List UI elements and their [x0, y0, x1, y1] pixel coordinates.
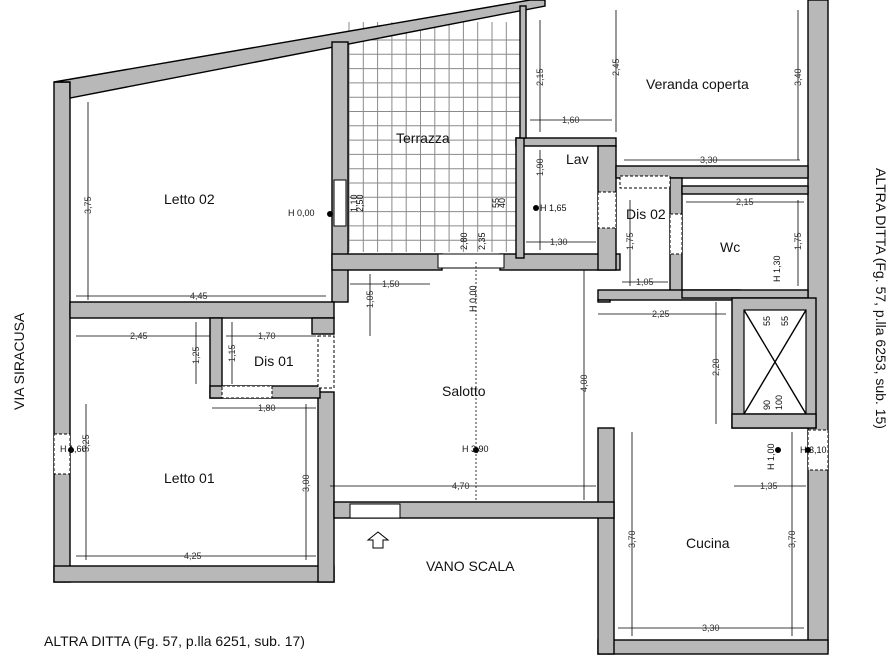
dim-125: 1,25: [191, 346, 201, 364]
height-310: H 3,10: [800, 445, 827, 455]
height-390: H 3,90: [462, 444, 489, 454]
dim-445: 4,45: [190, 291, 208, 301]
dim-330a: 3,30: [700, 155, 718, 165]
dim-180: 1,80: [258, 403, 276, 413]
tag-door1a: 2,80: [459, 232, 469, 250]
dim-300: 3,00: [301, 474, 311, 492]
room-terrazza: Terrazza: [396, 130, 450, 146]
room-wc: Wc: [720, 239, 740, 255]
dim-470: 4,70: [452, 481, 470, 491]
dim-105a: 1,05: [636, 277, 654, 287]
openings: [53, 175, 829, 519]
tag-door1b: 2,35: [477, 232, 487, 250]
room-letto02: Letto 02: [164, 191, 215, 207]
dim-190: 1,90: [535, 158, 545, 176]
dim-225: 2,25: [652, 309, 670, 319]
label-via-siracusa: VIA SIRACUSA: [11, 312, 27, 410]
height-160: H 1,60: [60, 444, 87, 454]
opening-tags: 1,10 2,50 55 40 2,80 2,35 55 55 90 100: [349, 194, 790, 410]
room-letto01: Letto 01: [164, 470, 215, 486]
tag-win2b: 40: [497, 198, 507, 208]
dim-215b: 2,15: [736, 197, 754, 207]
dim-400: 4,00: [579, 374, 589, 392]
label-vano-scala: VANO SCALA: [426, 558, 515, 574]
walls: [53, 0, 829, 655]
dim-245b: 2,45: [611, 58, 621, 76]
height-130: H 1,30: [772, 255, 782, 282]
tag-win2a: 55: [491, 198, 501, 208]
label-altra-ditta-bottom: ALTRA DITTA (Fg. 57, p.lla 6251, sub. 17…: [44, 633, 305, 649]
dim-175a: 1,75: [625, 232, 635, 250]
label-altra-ditta-right: ALTRA DITTA (Fg. 57, p.lla 6253, sub. 15…: [873, 168, 889, 429]
room-dis01: Dis 01: [254, 353, 294, 369]
dim-160: 1,60: [562, 115, 580, 125]
dim-370b: 3,70: [787, 530, 797, 548]
height-100: H 1,00: [766, 443, 776, 470]
dim-130: 1,30: [550, 237, 568, 247]
room-lav: Lav: [566, 151, 589, 167]
dim-375: 3,75: [83, 196, 93, 214]
terrace-tile-grid: [348, 22, 522, 252]
dimension-lines: [76, 10, 806, 636]
dim-220: 2,20: [711, 358, 721, 376]
dim-170: 1,70: [258, 331, 276, 341]
tag-sh4: 100: [774, 395, 784, 410]
tag-win1a: 1,10: [349, 194, 359, 212]
stair-arrow-icon: [366, 531, 390, 549]
dim-115: 1,15: [227, 344, 237, 362]
dimension-texts: 3,75 4,45 2,45 1,70 1,25 1,15 1,80 3,25 …: [81, 58, 803, 633]
height-labels: H 0,00 H 1,65 H 0,00 H 1,60 H 3,90 H 1,3…: [60, 203, 827, 470]
height-165: H 1,65: [540, 203, 567, 213]
tag-win1b: 2,50: [355, 194, 365, 212]
dim-175b: 1,75: [793, 232, 803, 250]
dim-330b: 3,30: [702, 623, 720, 633]
dim-325: 3,25: [81, 434, 91, 452]
room-veranda: Veranda coperta: [646, 76, 749, 92]
dim-135: 1,35: [760, 481, 778, 491]
height-markers: [68, 205, 811, 453]
height-000a: H 0,00: [288, 208, 315, 218]
dim-105b: 1,05: [365, 290, 375, 308]
tag-sh2: 55: [780, 316, 790, 326]
room-dis02: Dis 02: [626, 206, 666, 222]
room-salotto: Salotto: [442, 383, 486, 399]
tag-sh3: 90: [762, 400, 772, 410]
dim-370a: 3,70: [627, 530, 637, 548]
height-000b: H 0,00: [468, 285, 478, 312]
dim-425: 4,25: [184, 551, 202, 561]
dim-150: 1,50: [382, 279, 400, 289]
room-cucina: Cucina: [686, 535, 730, 551]
dim-340: 3,40: [793, 68, 803, 86]
tag-sh1: 55: [762, 316, 772, 326]
dim-215a: 2,15: [535, 68, 545, 86]
dim-245a: 2,45: [130, 331, 148, 341]
